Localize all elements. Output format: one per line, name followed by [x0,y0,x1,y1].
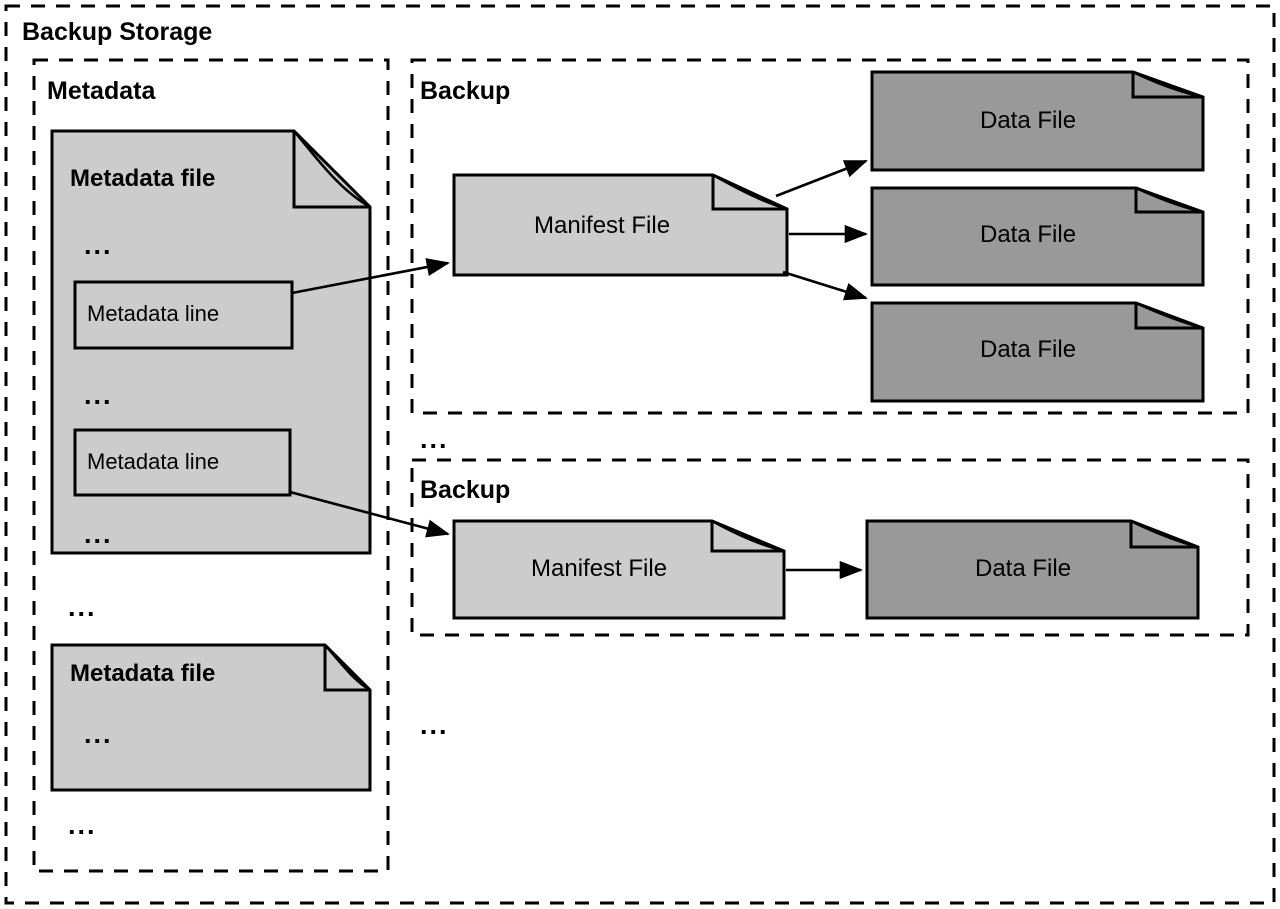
backup-section-1-border [410,58,1250,415]
data-file-1-3-shape [870,301,1205,403]
manifest-file-2-title: Manifest File [531,555,668,582]
backup-section-2-label: Backup [420,476,511,504]
arrow-metadata-line-1-to-manifest-1 [291,258,451,295]
manifest-file-2-shape [452,519,786,620]
manifest-file-1-shape [452,173,789,277]
page-title: Backup Storage [22,18,213,46]
metadata-file-1-ellipsis-top: ... [84,230,113,260]
metadata-line-1-label: Metadata line [87,301,220,326]
arrow-manifest-1-to-data-file-1-3 [782,270,868,301]
metadata-ellipsis-between-files: ... [68,592,97,622]
metadata-line-box-2 [73,428,292,497]
metadata-line-2-label: Metadata line [87,449,220,474]
data-file-2-1-title: Data File [975,555,1072,582]
data-file-1-3-title: Data File [980,336,1077,363]
metadata-file-1-ellipsis-middle: ... [84,380,113,410]
data-file-1-1-title: Data File [980,107,1077,134]
backup-section-1-label: Backup [420,77,511,105]
manifest-file-1-title: Manifest File [534,212,671,239]
arrow-metadata-line-2-to-manifest-2 [289,490,451,538]
data-file-1-1-shape [870,70,1205,172]
metadata-line-box-1 [73,280,294,350]
backup-ellipsis-between: ... [420,424,449,454]
outer-container-border [4,4,1276,905]
data-file-2-1-shape [865,519,1200,620]
backup-section-2-border [410,458,1250,637]
metadata-file-2-shape [50,643,372,792]
backup-ellipsis-after: ... [420,710,449,740]
data-file-1-2-shape [870,186,1205,287]
metadata-file-1-title: Metadata file [70,165,216,192]
arrow-manifest-1-to-data-file-1-1 [775,159,868,198]
metadata-file-2-title: Metadata file [70,660,216,687]
metadata-file-1-ellipsis-bottom: ... [84,519,113,549]
metadata-section-border [32,58,390,873]
data-file-1-2-title: Data File [980,221,1077,248]
metadata-section-label: Metadata [47,77,156,105]
metadata-file-2-ellipsis-inner: ... [84,719,113,749]
metadata-ellipsis-after-files: ... [68,810,97,840]
